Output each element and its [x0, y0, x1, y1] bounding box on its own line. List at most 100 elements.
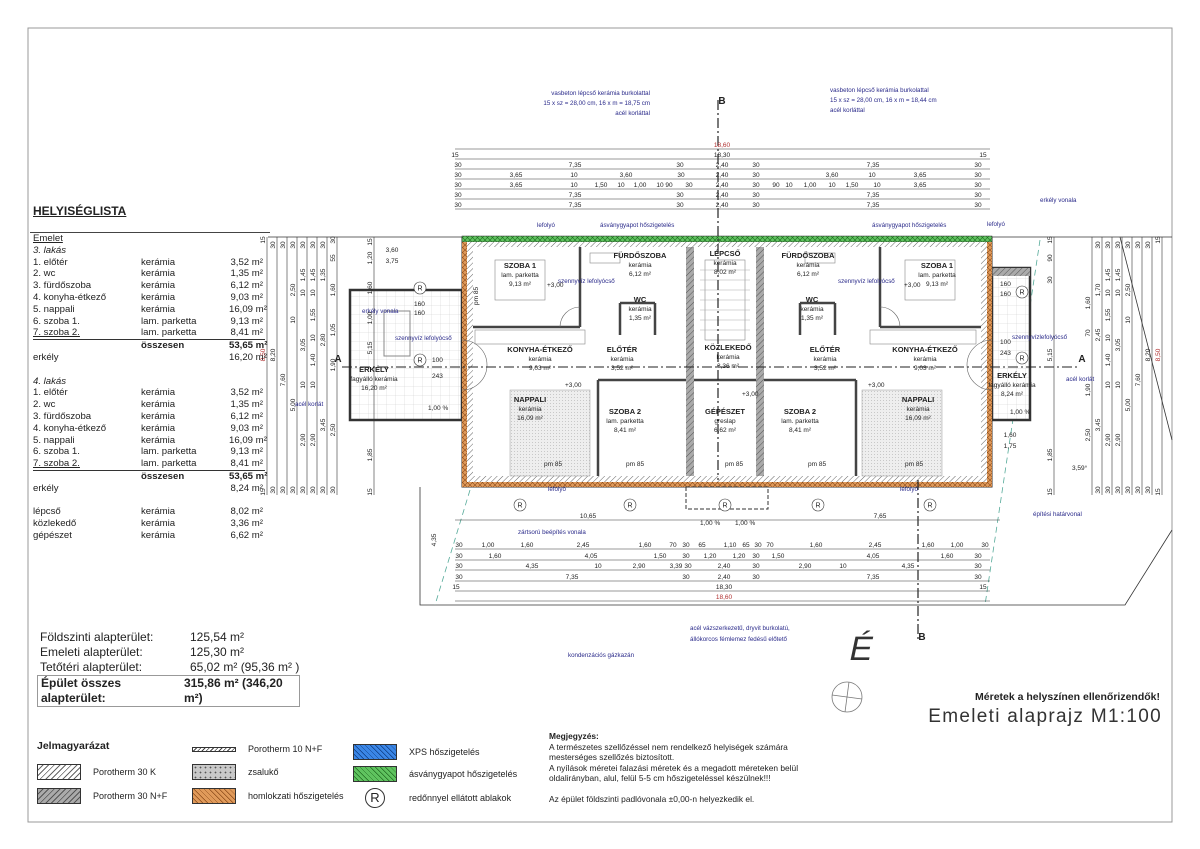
- dimension-text: 2,80: [320, 333, 327, 346]
- dimension-text: 30: [677, 172, 685, 179]
- room-floor: kerámia: [141, 506, 176, 518]
- plan-detail-label: 1,00 %: [700, 520, 720, 527]
- room-name: 2. wc: [33, 268, 56, 280]
- dimension-text: 1,00: [951, 542, 964, 549]
- note-line: oldalirányban, alul, felül 5-5 cm hőszig…: [549, 773, 771, 783]
- room-area: 6,12 m²: [230, 410, 263, 422]
- floor-area-value: 65,02 m² (95,36 m² ): [190, 660, 300, 674]
- dimension-text: 4,35: [431, 533, 438, 546]
- dimension-text: 10: [310, 289, 317, 297]
- dimension-text: 10: [1105, 334, 1112, 342]
- dimension-text: 15: [1047, 488, 1054, 496]
- dimension-text: 18,60: [714, 142, 731, 149]
- dimension-text: 15: [451, 152, 459, 159]
- room-floor: kerámia: [518, 406, 542, 413]
- plan-annotation: lefolyó: [548, 486, 566, 493]
- dimension-text: 30: [1047, 276, 1054, 284]
- note-line: A természetes szellőzéssel nem rendelkez…: [549, 741, 788, 752]
- dimension-text: 30: [974, 182, 982, 189]
- dimension-text: 2,90: [633, 563, 646, 570]
- plan-detail-label: 160: [414, 301, 425, 308]
- dimension-text: 7,35: [867, 192, 880, 199]
- dimension-text: 7,60: [1135, 373, 1142, 386]
- dimension-text: 30: [974, 202, 982, 209]
- dimension-text: 1,35: [320, 268, 327, 281]
- dimension-text: 30: [752, 563, 760, 570]
- dimension-text: 2,90: [1105, 433, 1112, 446]
- dimension-text: 30: [685, 182, 693, 189]
- room-area: 1,35 m²: [801, 315, 824, 322]
- room-floor: kerámia: [141, 399, 176, 411]
- legend-title: Jelmagyarázat: [37, 740, 110, 752]
- dimension-text: 10: [1105, 381, 1112, 389]
- dimension-text: 3,75: [386, 258, 399, 265]
- dimension-text: 1,85: [1047, 448, 1054, 461]
- room-floor: [141, 376, 229, 388]
- dimension-text: 30: [290, 241, 297, 249]
- dimension-text: 30: [1105, 241, 1112, 249]
- room-area: 6,62 m²: [714, 427, 737, 434]
- room-area: 16,20 m²: [361, 385, 387, 392]
- plan-detail-label: 160: [414, 310, 425, 317]
- dimension-text: 30: [682, 542, 690, 549]
- dimension-text: 7,35: [867, 202, 880, 209]
- plan-detail-label: 160: [1000, 281, 1011, 288]
- dimension-text: 2,90: [1115, 433, 1122, 446]
- room-name: [33, 471, 141, 483]
- dimension-text: 5,00: [1125, 398, 1132, 411]
- room-name: 3. lakás: [33, 244, 67, 256]
- dimension-text: 2,50: [1125, 283, 1132, 296]
- room-schedule-title: HELYISÉGLISTA: [33, 204, 127, 218]
- dimension-text: 30: [454, 202, 462, 209]
- legend-label: redőnnyel ellátott ablakok: [409, 793, 512, 803]
- dimension-text: 5,15: [1047, 348, 1054, 361]
- dimension-text: 3,60: [386, 247, 399, 254]
- dimension-text: 30: [676, 202, 684, 209]
- plan-detail-label: 1,00 %: [735, 520, 755, 527]
- dimension-text: 3,45: [1095, 418, 1102, 431]
- room-floor: kerámia: [813, 356, 837, 363]
- room-name: 7. szoba 2.: [33, 327, 80, 339]
- dimension-text: 1,50: [595, 182, 608, 189]
- dimension-text: 10: [868, 172, 876, 179]
- room-name: 4. konyha-étkező: [33, 291, 107, 303]
- dimension-text: 10: [310, 381, 317, 389]
- dimension-text: 30: [1135, 241, 1142, 249]
- dimension-text: 10: [1125, 316, 1132, 324]
- dimension-text: 10: [839, 563, 847, 570]
- room-name: SZOBA 1: [504, 261, 536, 270]
- dimension-text: 1,55: [1105, 308, 1112, 321]
- room-floor: kerámia: [141, 280, 176, 292]
- room-floor: kerámia: [141, 291, 176, 303]
- dimension-text: 3,05: [1115, 338, 1122, 351]
- dimension-text: 30: [752, 172, 760, 179]
- room-floor: kerámia: [528, 356, 552, 363]
- dimension-text: 30: [1145, 486, 1152, 494]
- room-area: 9,03 m²: [529, 365, 552, 372]
- dimension-text: 30: [1135, 486, 1142, 494]
- plan-detail-label: 160: [1000, 291, 1011, 298]
- dimension-text: 2,40: [716, 192, 729, 199]
- level-label: Emelet: [33, 233, 63, 244]
- room-name: ELŐTÉR: [607, 345, 638, 354]
- room-floor: kerámia: [141, 410, 176, 422]
- dimension-text: 3,65: [510, 182, 523, 189]
- plan-annotation: szennyvíz lefolyócső: [838, 278, 895, 285]
- dimension-text: 30: [754, 542, 762, 549]
- note-line: Az épület földszinti padlóvonala ±0,00-n…: [549, 794, 755, 804]
- dimension-text: 15: [1047, 236, 1054, 244]
- room-name: KÖZLEKEDŐ: [704, 343, 751, 352]
- plan-annotation: acél korláttal: [615, 110, 650, 117]
- room-floor: lam. parketta: [141, 458, 197, 470]
- dimension-text: 18,60: [716, 594, 733, 601]
- window-mark-letter: R: [417, 358, 422, 365]
- room-name: 5. nappali: [33, 303, 75, 315]
- dimension-text: 10: [1105, 289, 1112, 297]
- room-floor: lam. parketta: [918, 272, 956, 279]
- dimension-text: 1,60: [1085, 296, 1092, 309]
